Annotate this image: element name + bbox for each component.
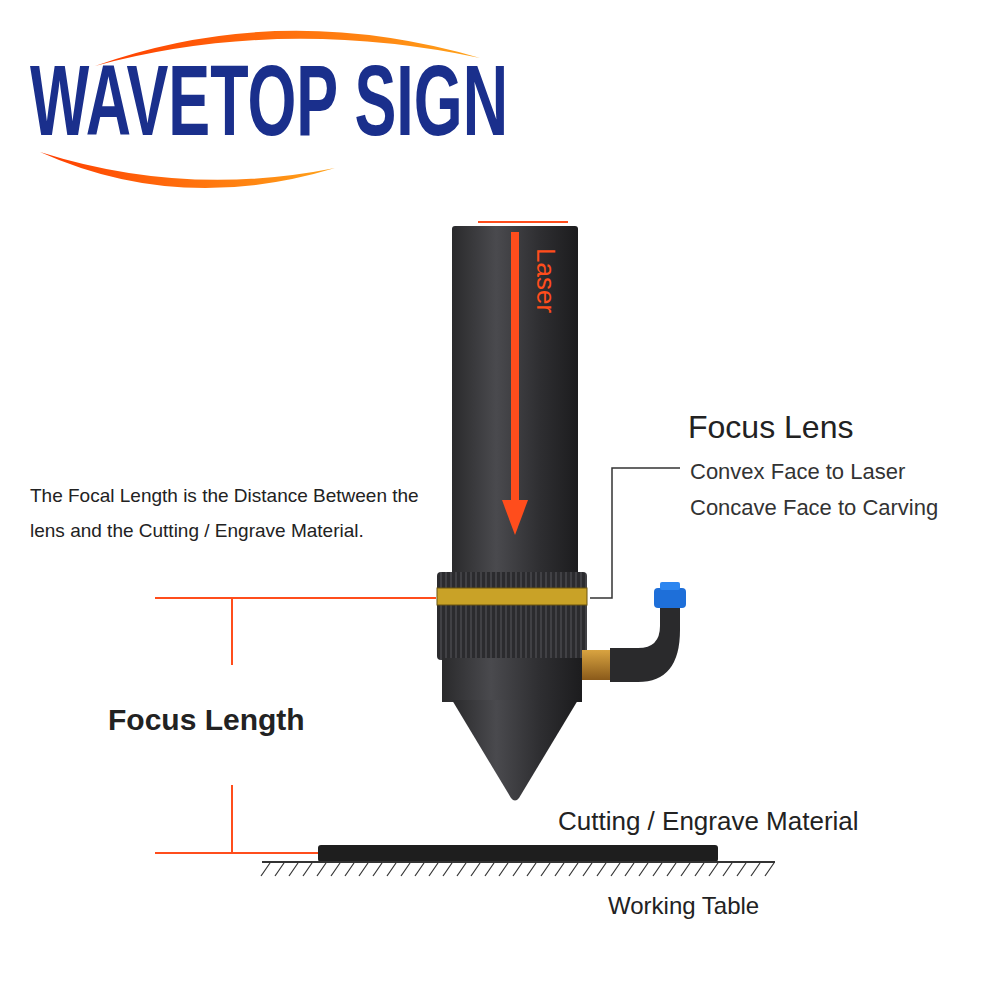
beam-label: Laser [531, 248, 560, 313]
hatch-line [597, 863, 606, 876]
hatch-line [667, 863, 676, 876]
hatch-line [471, 863, 480, 876]
hatch-line [289, 863, 298, 876]
note-text: Concave Face to Carving [690, 495, 938, 521]
part-name: Cutting / Engrave Material [558, 806, 859, 837]
hatch-line [429, 863, 438, 876]
hatch-line [611, 863, 620, 876]
material-sheet [318, 845, 718, 862]
air-connector [660, 582, 680, 590]
note-text: The Focal Length is the Distance Between… [30, 478, 430, 548]
hatch-line [359, 863, 368, 876]
hatch-line [625, 863, 634, 876]
hatch-line [723, 863, 732, 876]
hatch-line [387, 863, 396, 876]
hatch-line [751, 863, 760, 876]
hatch-line [527, 863, 536, 876]
hatch-line [555, 863, 564, 876]
hatch-line [345, 863, 354, 876]
dimension-line [231, 785, 233, 853]
hatch-line [331, 863, 340, 876]
working-table [262, 861, 775, 863]
beam-entry-line [478, 221, 568, 223]
hatch-line [485, 863, 494, 876]
hatch-line [303, 863, 312, 876]
dimension-label: Focus Length [108, 702, 305, 738]
dimension-line [231, 598, 233, 665]
hatch-line [499, 863, 508, 876]
knurled-collar [437, 572, 587, 660]
focus-lens-ring [437, 588, 587, 605]
leader-line [590, 468, 680, 598]
hatch-line [681, 863, 690, 876]
hatch-line [275, 863, 284, 876]
hatch-line [261, 863, 270, 876]
logo-swoosh [40, 152, 335, 188]
laser-arrowhead [502, 500, 528, 535]
laser-arrow [511, 232, 519, 505]
hatch-line [709, 863, 718, 876]
air-elbow [610, 606, 680, 682]
nozzle-cone [452, 700, 578, 801]
hatch-line [765, 863, 774, 876]
air-connector [654, 588, 686, 608]
hatch-line [457, 863, 466, 876]
brand-logo: WAVETOP SIGN [30, 50, 508, 150]
hatch-line [513, 863, 522, 876]
hatch-line [401, 863, 410, 876]
hatch-line [695, 863, 704, 876]
nozzle-body [442, 658, 582, 702]
hatch-line [373, 863, 382, 876]
hatch-line [443, 863, 452, 876]
dimension-line [155, 852, 318, 854]
hatch-line [541, 863, 550, 876]
hatch-line [639, 863, 648, 876]
hatch-line [569, 863, 578, 876]
table-hatching [261, 863, 774, 876]
dimension-line [155, 597, 436, 599]
hatch-line [415, 863, 424, 876]
hatch-line [737, 863, 746, 876]
part-name: Focus Lens [688, 408, 853, 446]
note-text: Convex Face to Laser [690, 459, 905, 485]
part-name: Working Table [608, 892, 759, 921]
hatch-line [317, 863, 326, 876]
laser-tube [452, 226, 578, 578]
hatch-line [583, 863, 592, 876]
hatch-line [653, 863, 662, 876]
air-fitting-brass [582, 650, 612, 680]
